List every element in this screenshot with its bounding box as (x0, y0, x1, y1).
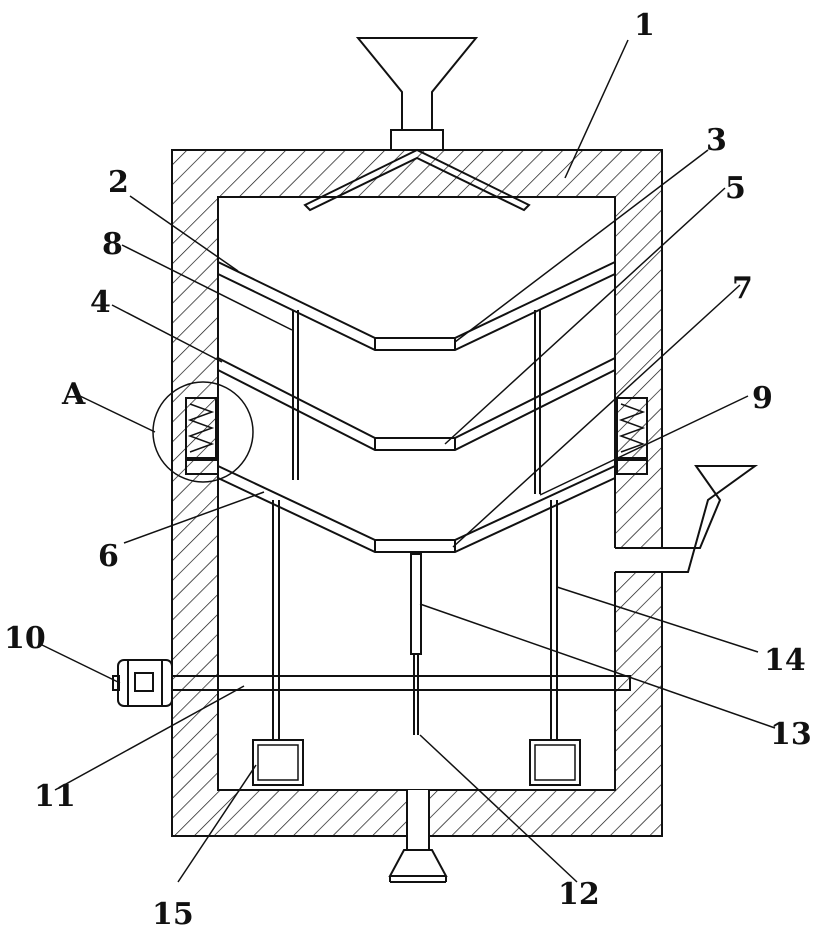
screen-upper (218, 262, 615, 350)
label-1: 1 (634, 8, 655, 43)
label-5: 5 (725, 171, 746, 206)
outlet-chute (662, 466, 755, 572)
label-8: 8 (102, 227, 123, 262)
center-rod (411, 554, 421, 735)
label-12: 12 (558, 877, 600, 912)
screen-lower (218, 466, 615, 552)
motor (113, 660, 172, 706)
label-7: 7 (732, 271, 753, 306)
label-A: A (61, 377, 86, 412)
outlet-opening (613, 548, 665, 572)
label-11: 11 (34, 779, 76, 814)
label-9: 9 (752, 381, 773, 416)
label-4: 4 (90, 285, 111, 320)
label-13: 13 (770, 717, 812, 752)
block-right-inner (535, 745, 575, 780)
block-left (253, 740, 303, 785)
label-10: 10 (4, 621, 46, 656)
label-6: 6 (98, 539, 119, 574)
label-3: 3 (706, 123, 727, 158)
label-2: 2 (108, 165, 129, 200)
label-15: 15 (152, 897, 194, 932)
screen-middle (218, 358, 615, 450)
block-right (530, 740, 580, 785)
label-14: 14 (764, 643, 806, 678)
block-left-inner (258, 745, 298, 780)
